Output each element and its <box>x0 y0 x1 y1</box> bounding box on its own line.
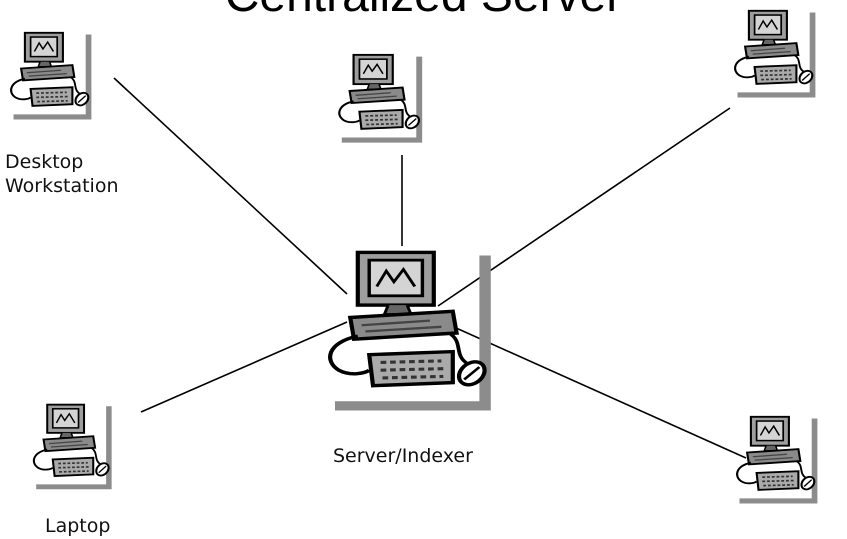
computer-icon <box>338 53 424 144</box>
desktop-label-line1: Desktop <box>5 151 84 173</box>
computer-icon <box>330 252 491 410</box>
diagram-title: Centralized Server <box>0 0 847 20</box>
desktop-label-line2: Workstation <box>5 175 119 197</box>
computer-icon <box>734 9 817 99</box>
link-laptop-server <box>140 321 348 413</box>
laptop-label: Laptop <box>45 515 111 537</box>
computer-icon <box>736 415 819 505</box>
computer-icon <box>32 403 113 491</box>
computer-icon <box>10 31 93 121</box>
link-bottomright-server <box>444 322 747 459</box>
link-desktop-server <box>113 77 348 295</box>
connections <box>113 77 747 459</box>
server-label: Server/Indexer <box>333 445 473 467</box>
desktop-label: Desktop Workstation <box>5 150 119 198</box>
